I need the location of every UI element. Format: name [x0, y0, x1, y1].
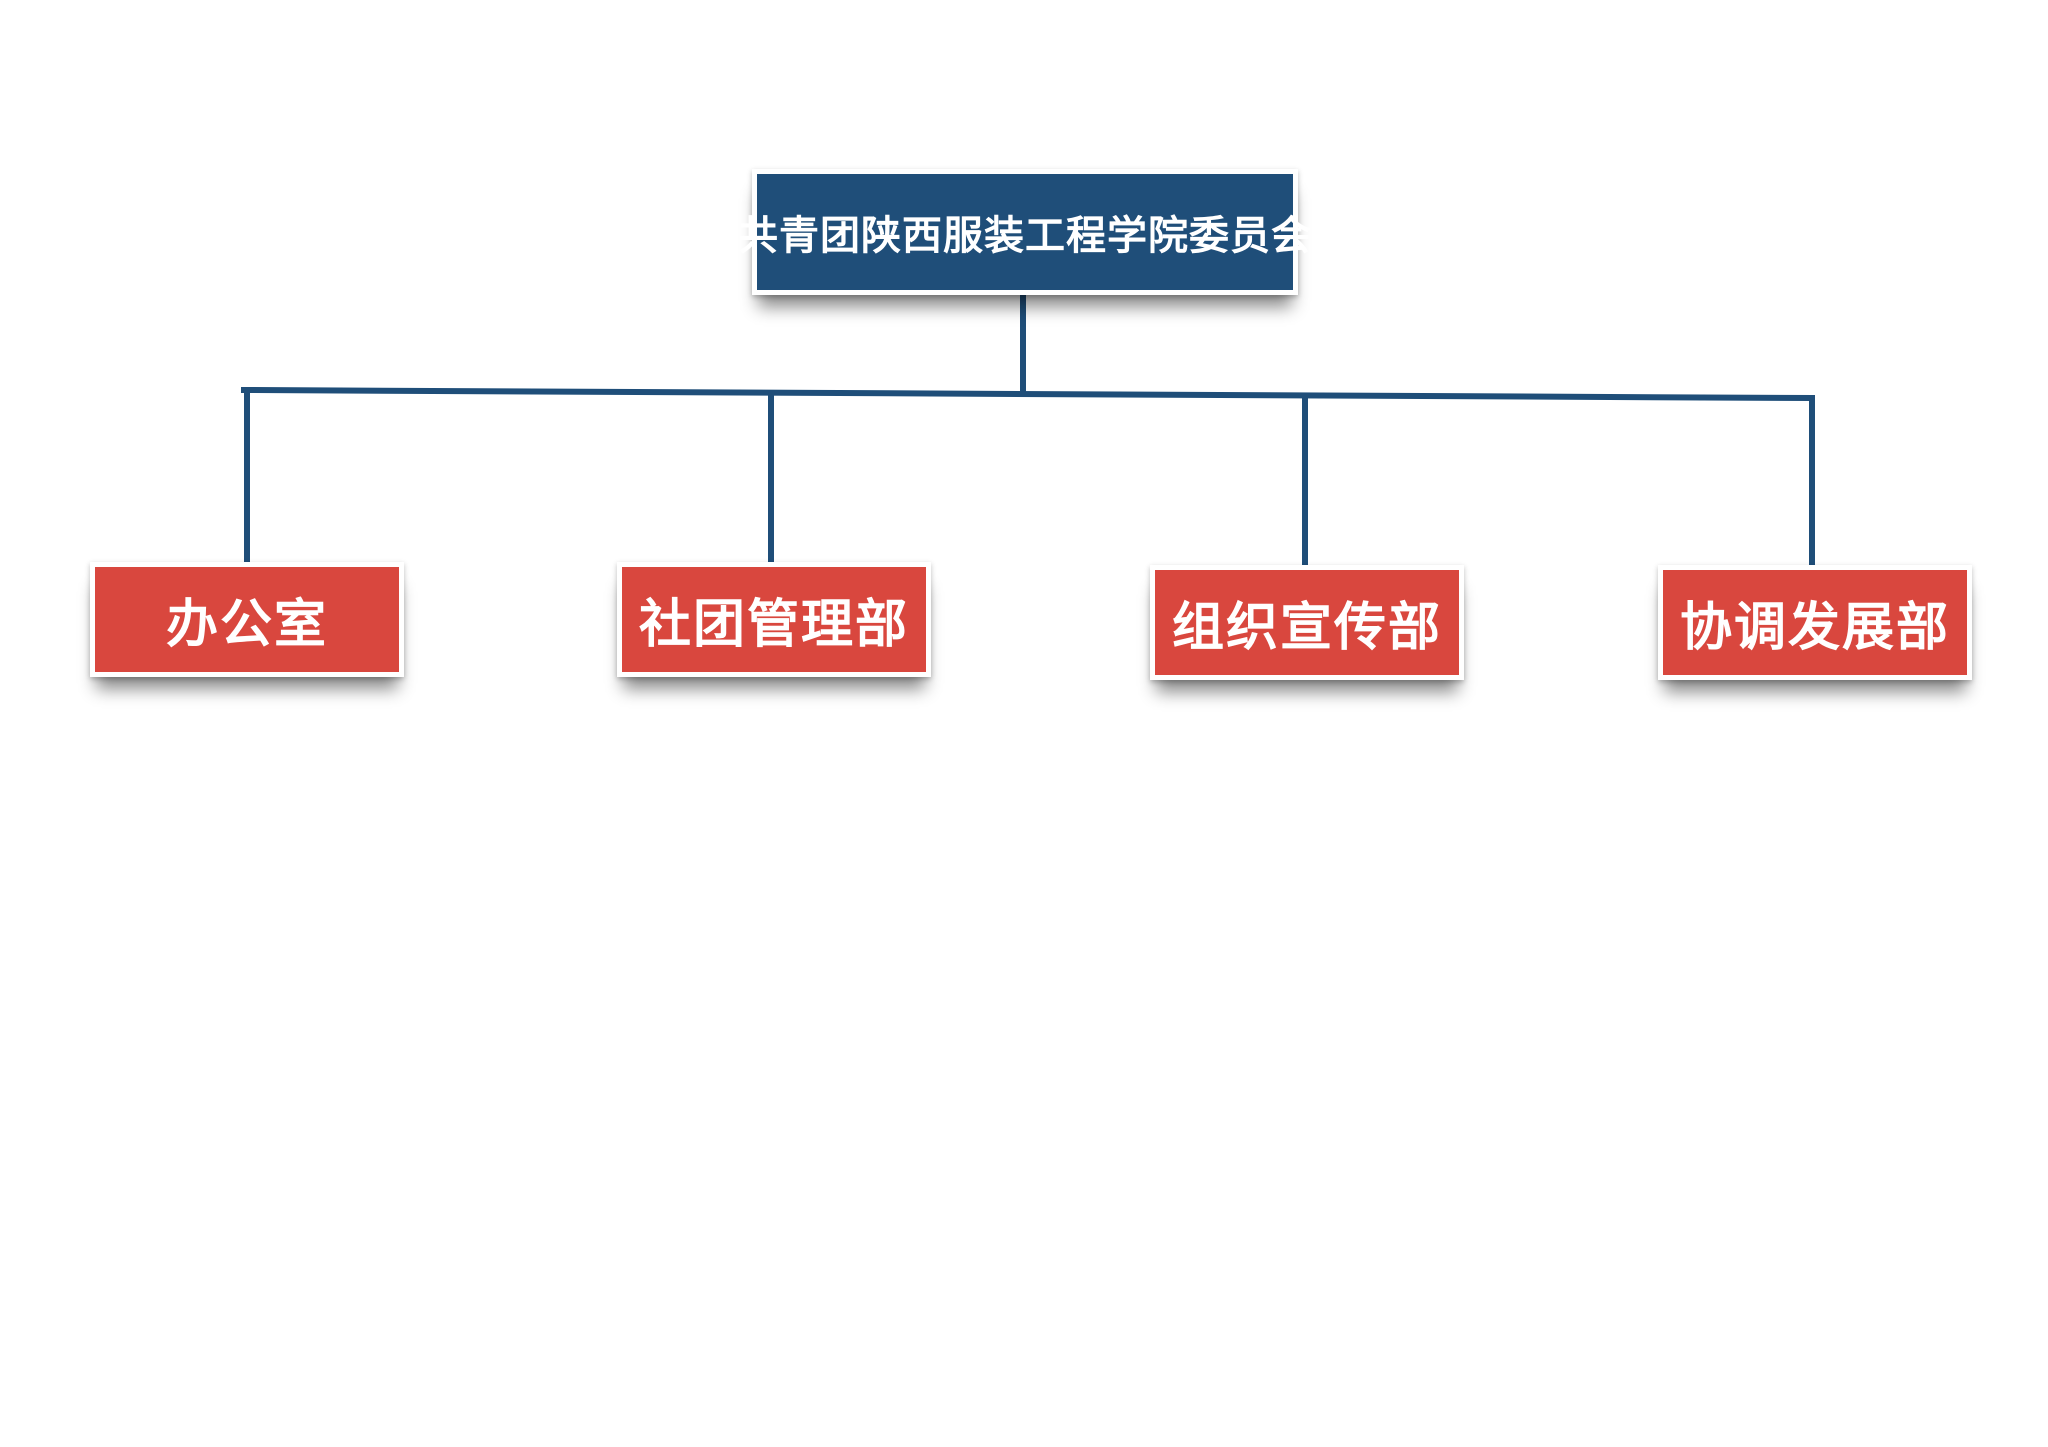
dept-node-coordination-development: 协调发展部 — [1658, 565, 1972, 680]
dept-node-label: 协调发展部 — [1679, 598, 1950, 658]
connector-horizontal-bar — [240, 386, 1814, 402]
dept-node-organization-publicity: 组织宣传部 — [1150, 565, 1464, 680]
dept-node-club-management: 社团管理部 — [617, 562, 931, 677]
dept-node-office: 办公室 — [90, 562, 404, 677]
dept-node-label: 社团管理部 — [638, 595, 909, 655]
dept-node-label: 办公室 — [165, 595, 328, 655]
root-node-league-committee: 共青团陕西服装工程学院委员会 — [738, 169, 1311, 295]
dept-node-label: 组织宣传部 — [1171, 598, 1442, 658]
root-node-label: 共青团陕西服装工程学院委员会 — [738, 213, 1312, 259]
